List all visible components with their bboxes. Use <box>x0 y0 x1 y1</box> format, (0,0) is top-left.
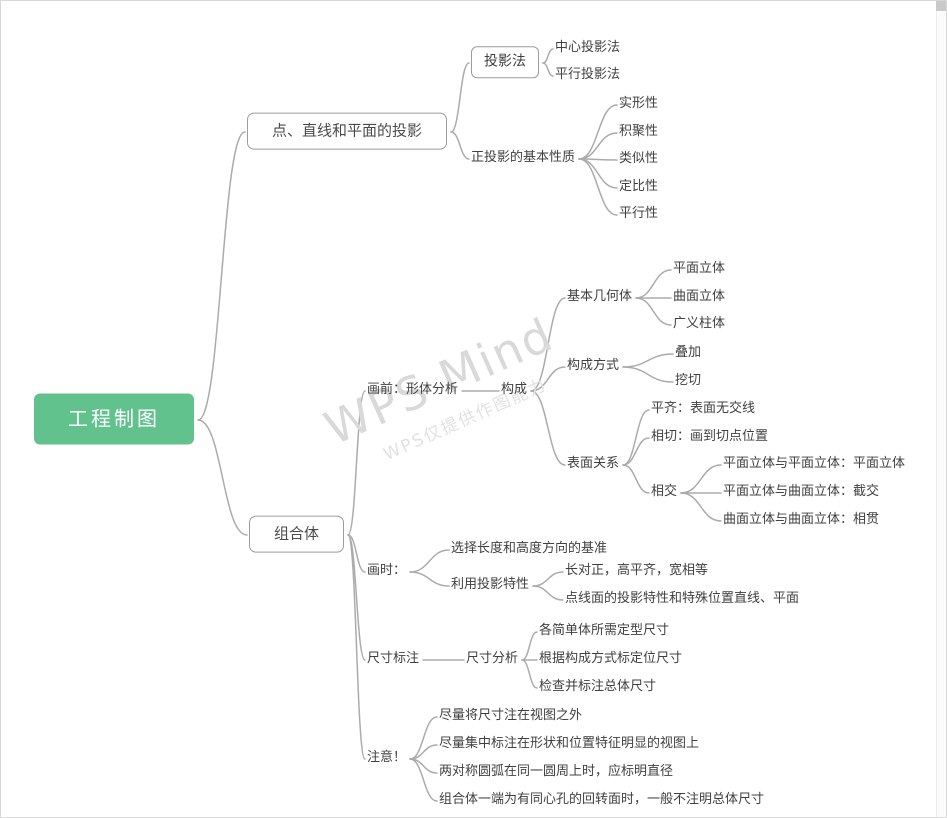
node-dimensions-outside-views[interactable]: 尽量将尺寸注在视图之外 <box>439 707 583 723</box>
node-select-length-height-datum[interactable]: 选择长度和高度方向的基准 <box>451 540 608 556</box>
node-central-projection[interactable]: 中心投影法 <box>555 39 621 55</box>
node-attention[interactable]: 注意！ <box>367 749 407 765</box>
node-use-projection-properties[interactable]: 利用投影特性 <box>451 576 530 592</box>
node-generalized-cylinder[interactable]: 广义柱体 <box>673 315 726 331</box>
node-curved-with-curved[interactable]: 曲面立体与曲面立体：相贯 <box>723 511 880 527</box>
node-before-drawing-shape-analysis[interactable]: 画前：形体分析 <box>367 381 459 397</box>
node-tangent-draw-to-tangent-point[interactable]: 相切：画到切点位置 <box>651 428 769 444</box>
node-planar-solid[interactable]: 平面立体 <box>673 260 726 276</box>
node-shape-dimensions-per-simple-solid[interactable]: 各简单体所需定型尺寸 <box>539 622 670 638</box>
node-intersecting[interactable]: 相交 <box>651 483 678 499</box>
node-basic-geometric-solids[interactable]: 基本几何体 <box>567 288 633 304</box>
node-symmetric-arcs-mark-diameter[interactable]: 两对称圆弧在同一圆周上时，应标明直径 <box>439 763 674 779</box>
node-point-line-plane-special-positions[interactable]: 点线面的投影特性和特殊位置直线、平面 <box>565 590 800 606</box>
scrollbar-thumb[interactable] <box>936 1 946 11</box>
node-composition[interactable]: 构成 <box>501 381 528 397</box>
vertical-scrollbar[interactable] <box>936 1 946 817</box>
node-root-engineering-drawing[interactable]: 工程制图 <box>34 393 194 445</box>
node-true-shape-property[interactable]: 实形性 <box>619 95 659 111</box>
node-parallelism-property[interactable]: 平行性 <box>619 205 659 221</box>
node-surface-relations[interactable]: 表面关系 <box>567 455 620 471</box>
node-planar-with-planar[interactable]: 平面立体与平面立体：平面立体 <box>723 455 906 471</box>
node-orthographic-basic-properties[interactable]: 正投影的基本性质 <box>471 149 576 165</box>
node-revolution-end-no-overall-dimension[interactable]: 组合体一端为有同心孔的回转面时，一般不注明总体尺寸 <box>439 791 765 807</box>
node-projection-of-points-lines-planes[interactable]: 点、直线和平面的投影 <box>247 112 448 150</box>
node-check-overall-dimensions[interactable]: 检查并标注总体尺寸 <box>539 678 657 694</box>
node-parallel-projection[interactable]: 平行投影法 <box>555 66 621 82</box>
node-dimension-analysis[interactable]: 尺寸分析 <box>466 650 519 666</box>
node-three-view-alignment-rules[interactable]: 长对正，高平齐，宽相等 <box>565 562 709 578</box>
node-when-drawing[interactable]: 画时： <box>367 562 407 578</box>
node-location-dimensions-by-composition[interactable]: 根据构成方式标定位尺寸 <box>539 650 683 666</box>
node-cutting[interactable]: 挖切 <box>675 372 702 388</box>
node-composition-methods[interactable]: 构成方式 <box>567 357 620 373</box>
node-curved-solid[interactable]: 曲面立体 <box>673 288 726 304</box>
node-dimensioning[interactable]: 尺寸标注 <box>367 650 420 666</box>
node-proportionality-property[interactable]: 定比性 <box>619 178 659 194</box>
node-accumulation-property[interactable]: 积聚性 <box>619 123 659 139</box>
node-superposition[interactable]: 叠加 <box>675 344 702 360</box>
node-projection-methods[interactable]: 投影法 <box>471 46 539 78</box>
node-flush-no-intersection-line[interactable]: 平齐：表面无交线 <box>651 400 756 416</box>
node-composite-solid[interactable]: 组合体 <box>249 515 345 553</box>
node-planar-with-curved[interactable]: 平面立体与曲面立体：截交 <box>723 483 880 499</box>
node-similarity-property[interactable]: 类似性 <box>619 150 659 166</box>
node-concentrate-dimensions-on-clear-views[interactable]: 尽量集中标注在形状和位置特征明显的视图上 <box>439 735 700 751</box>
